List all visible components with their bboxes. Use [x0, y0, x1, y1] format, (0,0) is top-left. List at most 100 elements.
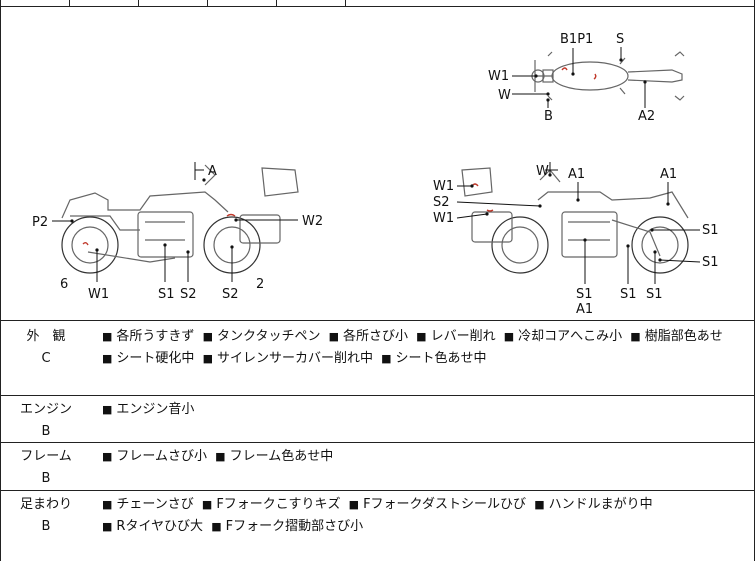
item: タンクタッチペン	[216, 329, 321, 344]
category-name: 足まわり	[19, 497, 72, 512]
label-w1-lower: W1	[433, 211, 454, 226]
label-s2: S2	[433, 195, 450, 210]
bullet-icon: ■	[215, 450, 226, 463]
label-6: 6	[60, 277, 68, 292]
label-w: W	[498, 88, 511, 103]
bullet-icon: ■	[102, 498, 113, 511]
bullet-icon: ■	[102, 403, 113, 416]
item: サイレンサーカバー削れ中	[216, 351, 373, 366]
bullet-icon: ■	[201, 498, 213, 511]
condition-items: ■チェーンさび ■Fフォークこすりキズ ■Fフォークダストシールひび ■ハンドル…	[98, 494, 749, 538]
diagram-svg: B1P1 S W1 W B A2	[32, 32, 719, 317]
left-border	[0, 0, 1, 561]
item: エンジン音小	[116, 402, 195, 417]
item: Rタイヤひび大	[116, 519, 204, 534]
row-divider	[0, 442, 755, 443]
item: ハンドルまがり中	[548, 497, 653, 512]
motorcycle-damage-diagram: B1P1 S W1 W B A2	[32, 32, 719, 317]
cell-divider	[276, 0, 277, 7]
category-name: エンジン	[19, 402, 72, 417]
label-w1: W1	[488, 69, 509, 84]
category-grade: B	[41, 471, 51, 486]
label-a1-top: A1	[568, 167, 585, 182]
top-border	[0, 6, 755, 7]
label-s2: S2	[180, 287, 197, 302]
category-name: 外 観	[26, 329, 66, 344]
label-a: A	[208, 164, 217, 179]
bullet-icon: ■	[102, 520, 113, 533]
label-s1-mid: S1	[620, 287, 637, 302]
section-engine: エンジン B ■エンジン音小	[0, 399, 755, 442]
bullet-icon: ■	[503, 330, 515, 343]
cell-divider	[138, 0, 139, 7]
category-cell: 外 観 C	[0, 326, 92, 370]
category-grade: B	[41, 424, 51, 439]
right-side-bike: W A1 A1 W1 S2 W1 S1 S1 S1 A1 S1 S1	[433, 162, 719, 317]
label-s: S	[616, 32, 624, 47]
item: Fフォークこすりキズ	[216, 497, 341, 512]
table-top-border	[0, 320, 755, 321]
label-a2: A2	[638, 109, 655, 124]
label-2: 2	[256, 277, 264, 292]
bullet-icon: ■	[534, 498, 545, 511]
bullet-icon: ■	[211, 520, 222, 533]
label-s2b: S2	[222, 287, 239, 302]
bullet-icon: ■	[102, 352, 113, 365]
item: フレームさび小	[116, 449, 208, 464]
row-divider	[0, 395, 755, 396]
label-w: W	[536, 164, 549, 179]
item: 各所さび小	[343, 329, 409, 344]
left-side-bike: A P2 W2 6 W1 S1 S2 S2 2	[32, 162, 323, 302]
category-cell: 足まわり B	[0, 494, 92, 538]
row-divider	[0, 490, 755, 491]
bullet-icon: ■	[102, 450, 113, 463]
bullet-icon: ■	[416, 330, 427, 343]
item: 樹脂部色あせ	[644, 329, 723, 344]
section-suspension: 足まわり B ■チェーンさび ■Fフォークこすりキズ ■Fフォークダストシールひ…	[0, 494, 755, 560]
item: 冷却コアへこみ小	[518, 329, 623, 344]
item: シート色あせ中	[395, 351, 487, 366]
label-s1-bottom: S1	[576, 287, 593, 302]
label-p2: P2	[32, 215, 48, 230]
label-w2: W2	[302, 214, 323, 229]
label-s1-right-upper: S1	[702, 223, 719, 238]
bullet-icon: ■	[202, 352, 213, 365]
bullet-icon: ■	[381, 352, 392, 365]
bullet-icon: ■	[348, 498, 360, 511]
category-cell: フレーム B	[0, 446, 92, 490]
condition-items: ■フレームさび小 ■フレーム色あせ中	[98, 446, 749, 468]
cell-divider	[69, 0, 70, 7]
item: シート硬化中	[116, 351, 195, 366]
section-frame: フレーム B ■フレームさび小 ■フレーム色あせ中	[0, 446, 755, 489]
condition-items: ■各所うすきず ■タンクタッチペン ■各所さび小 ■レバー削れ ■冷却コアへこみ…	[98, 326, 749, 370]
condition-items: ■エンジン音小	[98, 399, 749, 421]
label-w1: W1	[88, 287, 109, 302]
item: レバー削れ	[430, 329, 496, 344]
cell-divider	[345, 0, 346, 7]
label-w1-upper: W1	[433, 179, 454, 194]
label-a1-bottom: A1	[576, 302, 593, 317]
item: Fフォーク摺動部さび小	[225, 519, 364, 534]
bullet-icon: ■	[202, 330, 213, 343]
bullet-icon: ■	[630, 330, 641, 343]
label-b: B	[544, 109, 553, 124]
category-cell: エンジン B	[0, 399, 92, 443]
cell-divider	[207, 0, 208, 7]
category-grade: C	[41, 351, 51, 366]
label-s1-end: S1	[646, 287, 663, 302]
bullet-icon: ■	[328, 330, 339, 343]
section-exterior: 外 観 C ■各所うすきず ■タンクタッチペン ■各所さび小 ■レバー削れ ■冷…	[0, 326, 755, 394]
label-a1-right: A1	[660, 167, 677, 182]
label-b1p1: B1P1	[560, 32, 593, 47]
item: チェーンさび	[116, 497, 194, 512]
item: フレーム色あせ中	[229, 449, 334, 464]
category-name: フレーム	[20, 449, 72, 464]
label-s1-right-lower: S1	[702, 255, 719, 270]
item: Fフォークダストシールひび	[363, 497, 527, 512]
top-view-bike: B1P1 S W1 W B A2	[488, 32, 685, 124]
bullet-icon: ■	[102, 330, 113, 343]
category-grade: B	[41, 519, 51, 534]
item: 各所うすきず	[116, 329, 195, 344]
label-s1: S1	[158, 287, 175, 302]
